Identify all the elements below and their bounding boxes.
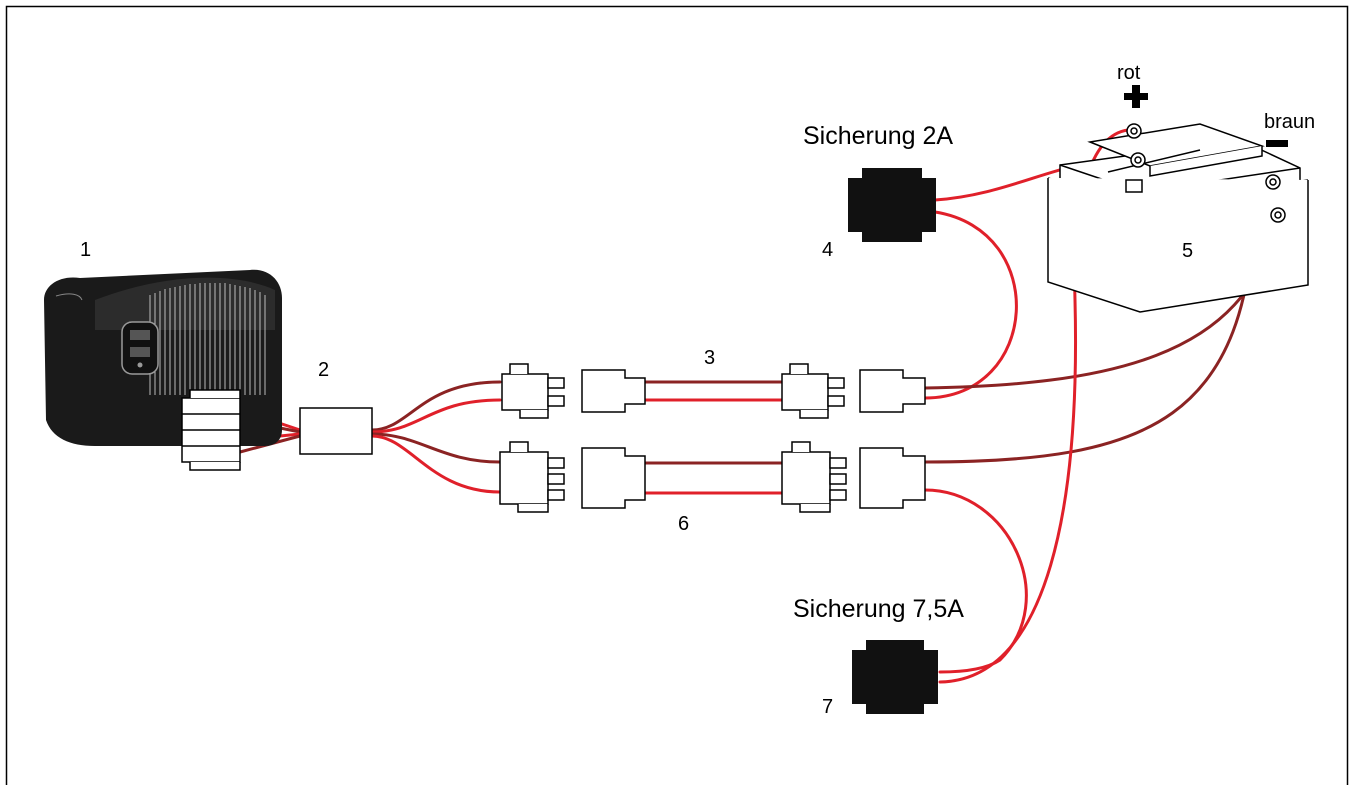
connector-bottom-left-female <box>581 447 646 509</box>
label-fuse-large: 7 <box>822 696 833 718</box>
connector-top-right-female <box>859 369 926 413</box>
plus-icon <box>1124 85 1148 108</box>
splitter-box <box>299 407 373 455</box>
wire-splitter-bottom-red <box>370 434 502 494</box>
wire-top-to-fuse2a <box>923 210 1018 400</box>
fuse-large-label: Sicherung 7,5A <box>793 595 964 623</box>
battery <box>1047 123 1309 313</box>
connector-bottom-left-male <box>499 441 565 513</box>
label-cable-bottom: 6 <box>678 513 689 535</box>
polarity-negative-label: braun <box>1264 111 1315 133</box>
device-cooling-fins <box>149 283 266 395</box>
battery-terminals <box>1126 123 1286 223</box>
connector-top-right-male <box>781 363 845 419</box>
fuse-7-5a <box>852 640 938 714</box>
label-fuse-small: 4 <box>822 239 833 261</box>
connector-bottom-right-male <box>781 441 847 513</box>
connector-bottom-right-female <box>859 447 926 509</box>
wire-splitter-top-brown <box>370 380 502 432</box>
wire-splitter-bottom-brown <box>370 432 502 464</box>
device-connector <box>181 389 241 471</box>
fuse-2a <box>848 168 936 242</box>
polarity-positive-label: rot <box>1117 62 1141 84</box>
charger-device <box>44 269 282 446</box>
label-device: 1 <box>80 239 91 261</box>
connector-top-left-female <box>581 369 646 413</box>
label-battery: 5 <box>1182 240 1193 262</box>
connector-top-left-male <box>501 363 565 419</box>
label-cable-top: 3 <box>704 347 715 369</box>
fuse-small-label: Sicherung 2A <box>803 122 953 150</box>
minus-icon <box>1266 140 1288 147</box>
wire-splitter-top-red <box>370 398 502 434</box>
label-splitter: 2 <box>318 359 329 381</box>
wire-bottom-to-fuse75a <box>923 488 1028 674</box>
